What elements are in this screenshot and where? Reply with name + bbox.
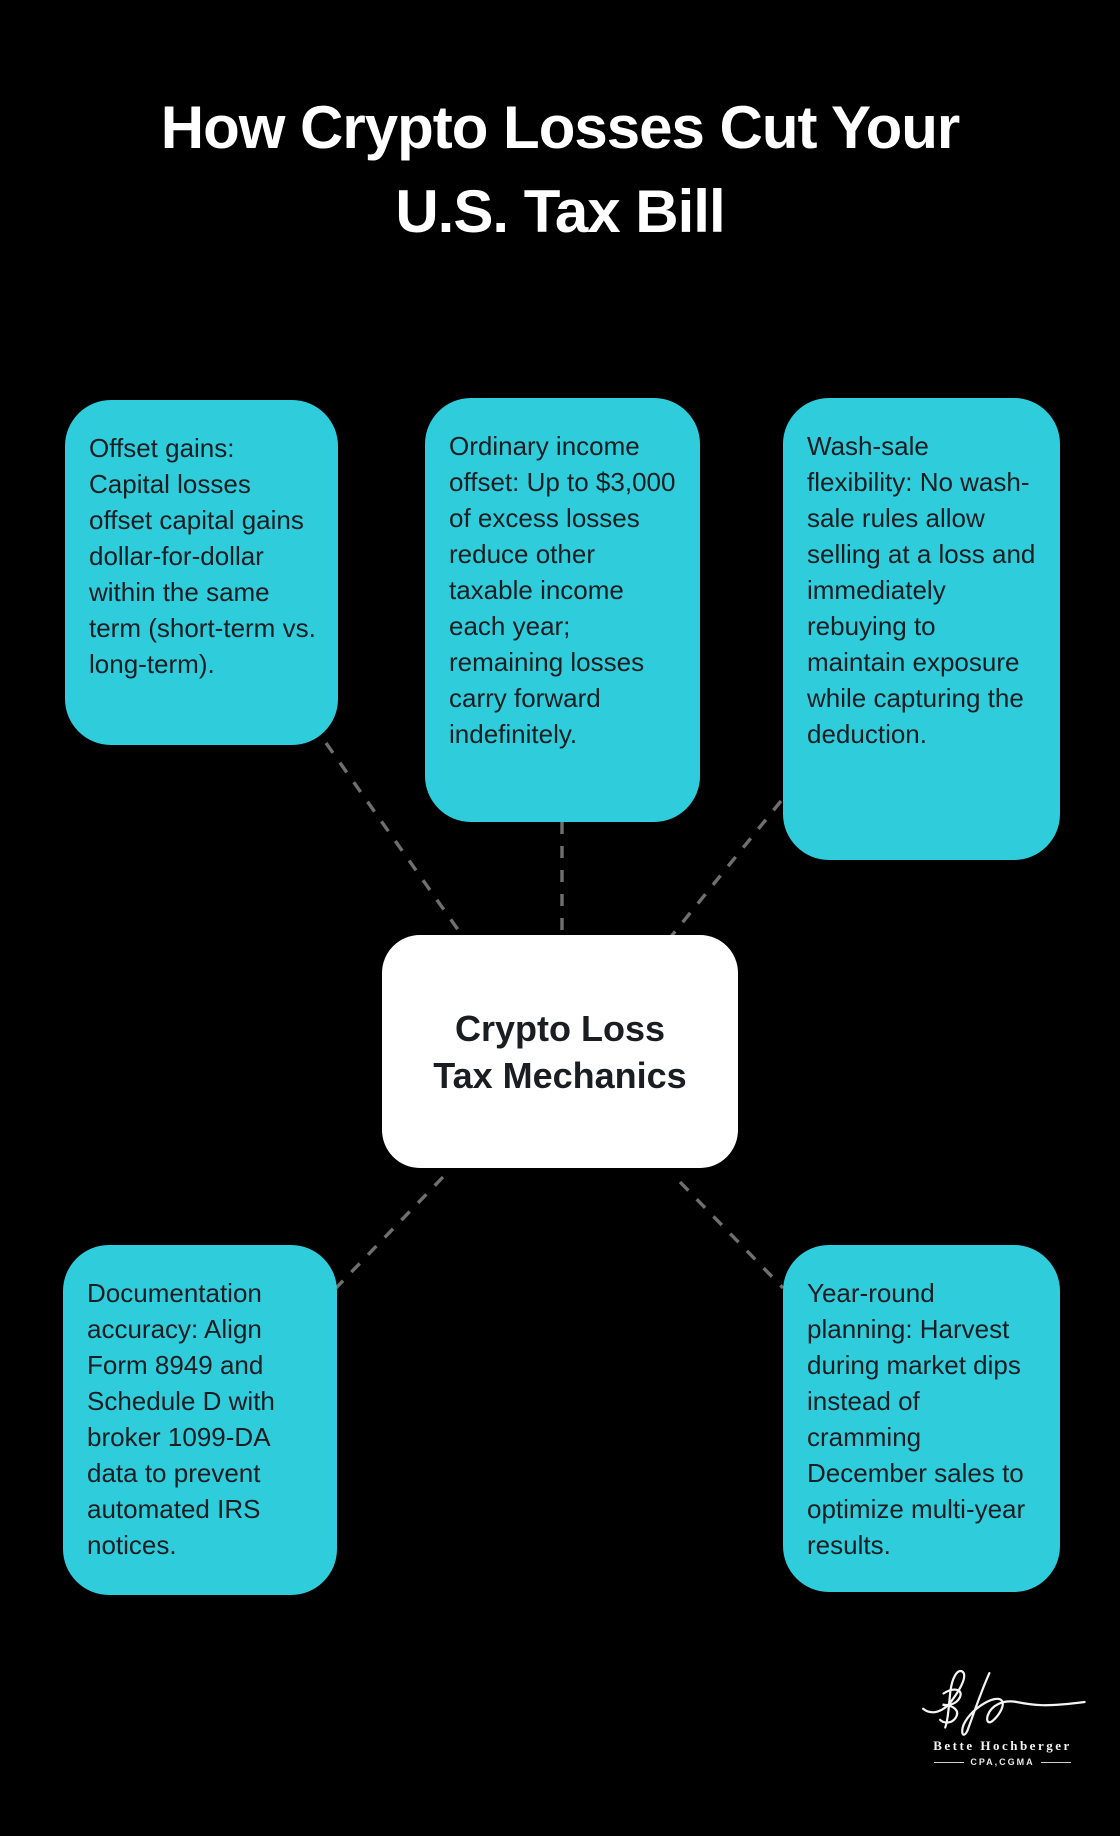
connector-top-right bbox=[663, 799, 783, 946]
node-offset-gains-text: Offset gains: Capital losses offset capi… bbox=[89, 433, 316, 679]
node-wash-sale-flexibility: Wash-sale flexibility: No wash-sale rule… bbox=[783, 398, 1060, 860]
connector-bottom-right bbox=[678, 1180, 785, 1290]
page-title-line-1: How Crypto Losses Cut Your bbox=[160, 94, 961, 161]
logo-name: Bette Hochberger bbox=[933, 1738, 1072, 1753]
page-title-line-2: U.S. Tax Bill bbox=[395, 178, 725, 245]
node-year-round-planning: Year-round planning: Harvest during mark… bbox=[783, 1245, 1060, 1592]
logo-rule-left bbox=[934, 1761, 965, 1763]
center-node: Crypto Loss Tax Mechanics bbox=[382, 935, 738, 1168]
page-title: How Crypto Losses Cut Your U.S. Tax Bill bbox=[0, 86, 1120, 254]
connector-top-left bbox=[324, 742, 468, 942]
node-wash-sale-flexibility-text: Wash-sale flexibility: No wash-sale rule… bbox=[807, 431, 1036, 749]
center-node-label: Crypto Loss Tax Mechanics bbox=[433, 1007, 687, 1096]
node-ordinary-income-offset: Ordinary income offset: Up to $3,000 of … bbox=[425, 398, 700, 822]
node-ordinary-income-offset-text: Ordinary income offset: Up to $3,000 of … bbox=[449, 431, 676, 749]
logo-credentials-row: CPA,CGMA bbox=[905, 1757, 1100, 1767]
signature-monogram-icon bbox=[921, 1669, 1086, 1736]
connector-bottom-left bbox=[334, 1175, 445, 1290]
logo-rule-right bbox=[1040, 1761, 1071, 1763]
node-documentation-accuracy: Documentation accuracy: Align Form 8949 … bbox=[63, 1245, 337, 1595]
node-documentation-accuracy-text: Documentation accuracy: Align Form 8949 … bbox=[87, 1278, 275, 1560]
logo-credentials: CPA,CGMA bbox=[970, 1757, 1035, 1767]
brand-logo: Bette Hochberger CPA,CGMA bbox=[905, 1668, 1100, 1767]
node-offset-gains: Offset gains: Capital losses offset capi… bbox=[65, 400, 338, 745]
node-year-round-planning-text: Year-round planning: Harvest during mark… bbox=[807, 1278, 1026, 1560]
